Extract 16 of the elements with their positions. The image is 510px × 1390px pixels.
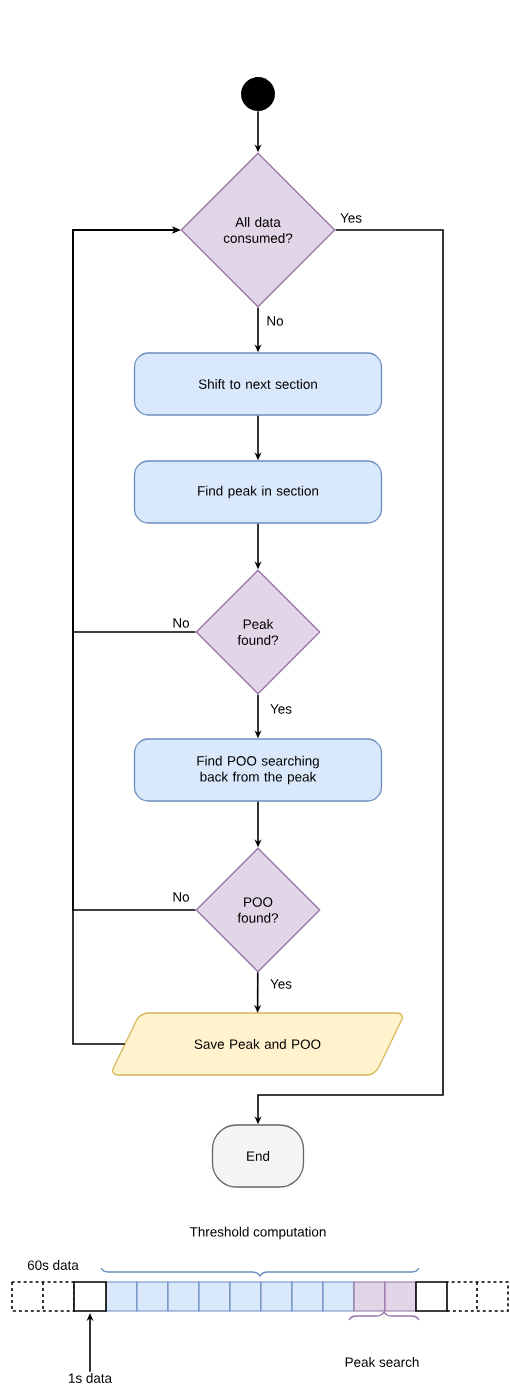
edge-label: Yes	[339, 212, 363, 224]
edge-label: No	[171, 617, 191, 629]
text-label: 1s data	[68, 1373, 113, 1383]
edge-label: No	[265, 315, 285, 327]
start-circle	[241, 77, 275, 111]
process-box: Find peak in section	[133, 460, 383, 524]
process-box: Find POO searching back from the peak	[133, 738, 383, 802]
data-parallelogram: Save Peak and POO	[112, 1012, 403, 1076]
edge-label: Yes	[269, 978, 293, 990]
process-box: Shift to next section	[133, 352, 383, 416]
text-label: Threshold computation	[189, 1226, 326, 1240]
edge-label: No	[171, 891, 191, 903]
text-label: Peak search	[345, 1357, 419, 1367]
end-terminal: End	[211, 1124, 305, 1188]
edge-label: Yes	[269, 703, 293, 715]
text-label: 60s data	[27, 1260, 79, 1270]
